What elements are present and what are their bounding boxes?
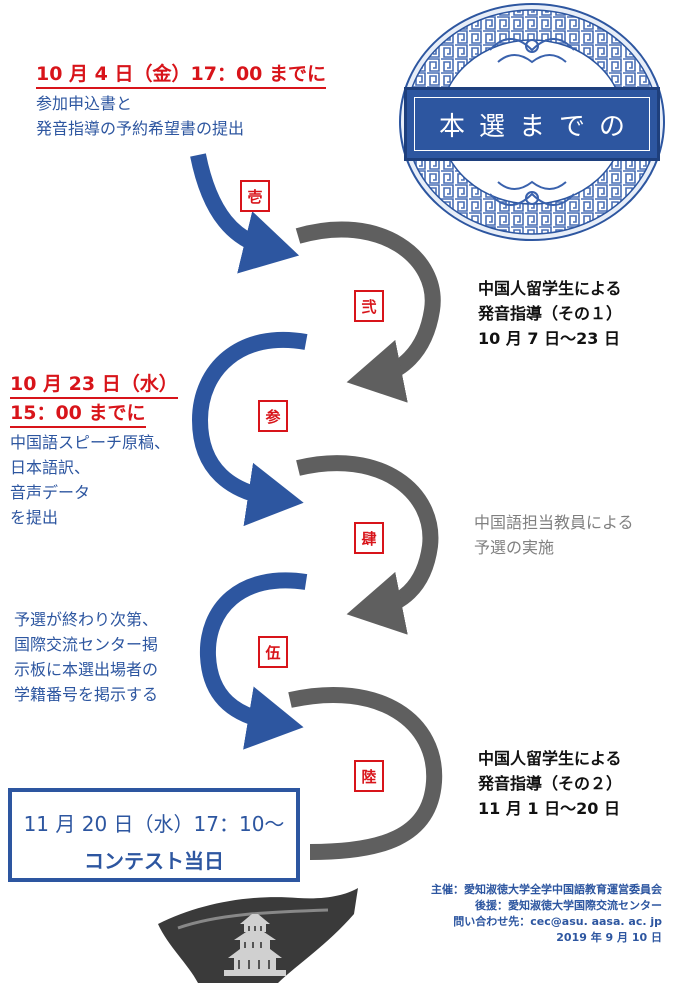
seal-5: 伍: [258, 636, 288, 668]
footer-contact: 問い合わせ先：cec@asu. aasa. ac. jp: [453, 915, 662, 928]
step-3-deadline-line2: 15：00 までに: [10, 401, 146, 428]
title-banner-border: [414, 97, 650, 151]
arrow-2-icon: [295, 221, 441, 403]
seal-1: 壱: [240, 180, 270, 212]
page-title: 本選までの: [438, 111, 639, 142]
step-2-text: 中国人留学生による 発音指導（その１） 10 月 7 日～23 日: [478, 279, 623, 348]
arrow-5-icon: [199, 572, 308, 750]
temple-illustration-icon: [158, 888, 358, 983]
title-banner: 本選までの: [404, 87, 660, 161]
step-3-text: 中国語スピーチ原稿、 日本語訳、 音声データ を提出: [10, 433, 171, 527]
seal-4: 肆: [354, 522, 384, 554]
contest-day-box: 11 月 20 日（水）17：10～ コンテスト当日: [8, 788, 300, 882]
footer-support: 後援：愛知淑徳大学国際交流センター: [475, 899, 662, 912]
seal-2: 弐: [354, 290, 384, 322]
contest-date: 11 月 20 日（水）17：10～: [23, 812, 285, 836]
arrow-4-icon: [296, 455, 439, 635]
footer-date: 2019 年 9 月 10 日: [556, 931, 662, 944]
footer-info: 主催：愛知淑徳大学全学中国語教育運営委員会 後援：愛知淑徳大学国際交流センター …: [431, 882, 662, 946]
arrow-1-icon: [190, 153, 300, 274]
step-3: 10 月 23 日（水） 15：00 までに 中国語スピーチ原稿、 日本語訳、 …: [10, 372, 178, 530]
step-3-deadline-line1: 10 月 23 日（水）: [10, 372, 178, 399]
footer-organizer: 主催：愛知淑徳大学全学中国語教育運営委員会: [431, 883, 662, 896]
step-1-deadline: 10 月 4 日（金）17：00 までに: [36, 62, 327, 89]
arrow-6-icon: [288, 687, 443, 860]
step-1: 10 月 4 日（金）17：00 までに 参加申込書と 発音指導の予約希望書の提…: [36, 62, 327, 141]
arrow-3-icon: [191, 331, 308, 527]
seal-3: 参: [258, 400, 288, 432]
contest-label: コンテスト当日: [84, 849, 224, 873]
step-6-text: 中国人留学生による 発音指導（その２） 11 月 1 日～20 日: [478, 749, 623, 818]
step-1-text: 参加申込書と 発音指導の予約希望書の提出: [36, 94, 245, 138]
seal-6: 陸: [354, 760, 384, 792]
step-5-text: 予選が終わり次第、 国際交流センター掲 示板に本選出場者の 学籍番号を掲示する: [14, 610, 159, 704]
step-4-text: 中国語担当教員による 予選の実施: [474, 513, 634, 557]
